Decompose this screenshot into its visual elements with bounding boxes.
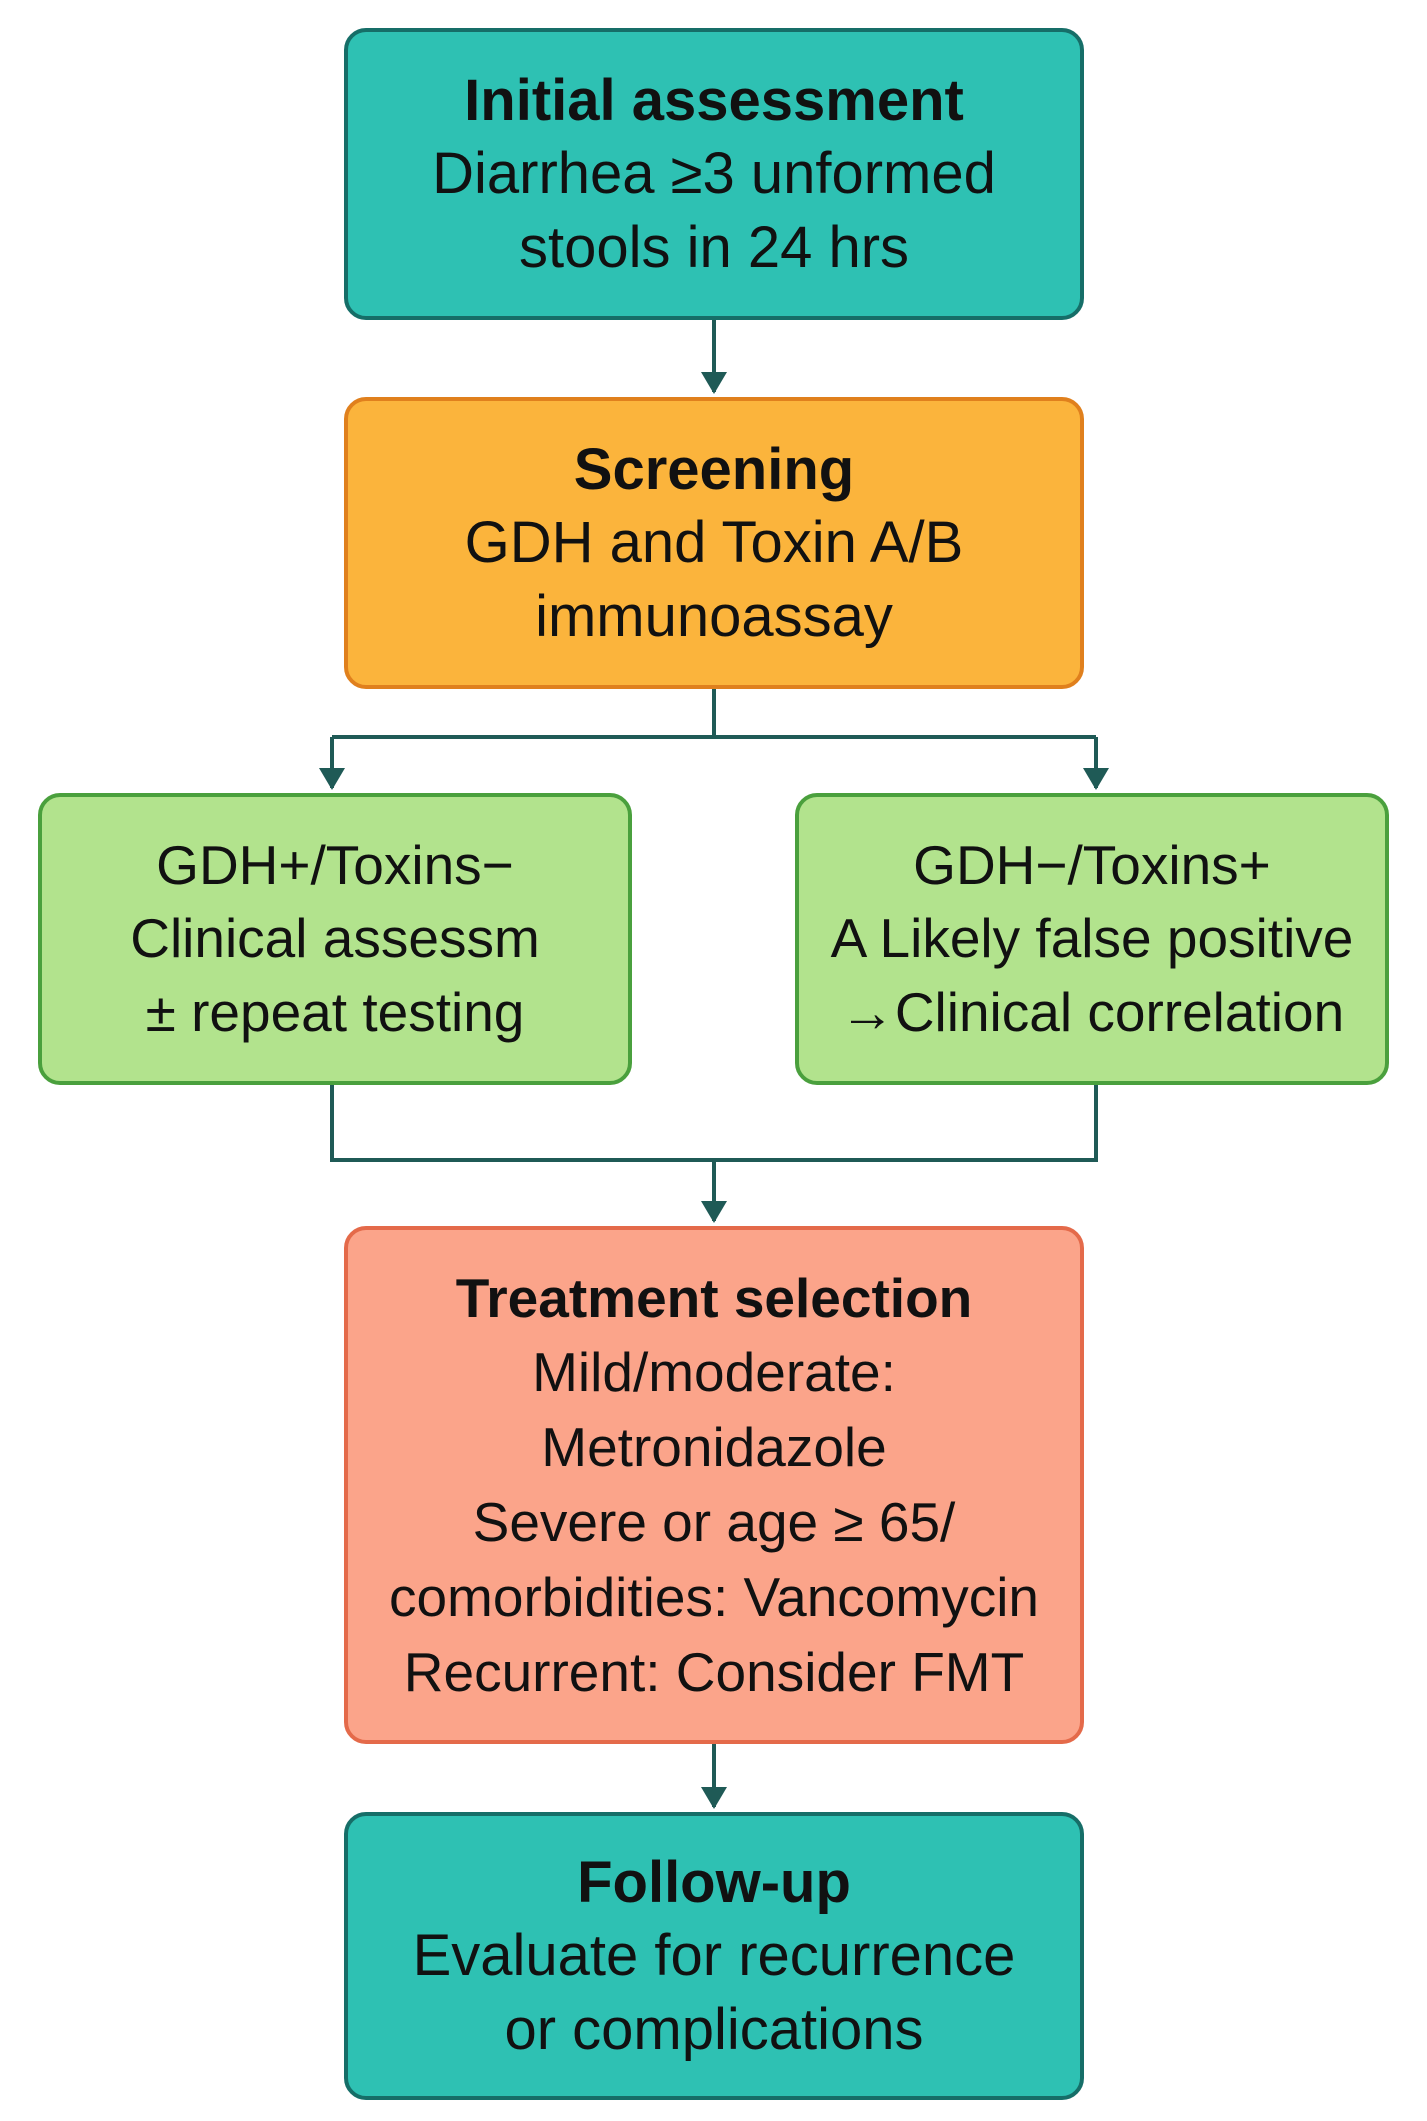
- gdh-positive-box: GDH+/Toxins− Clinical assessm ± repeat t…: [38, 793, 632, 1085]
- treatment-selection-title: Treatment selection: [455, 1266, 973, 1329]
- screening-line-1: GDH and Toxin A/B: [464, 510, 964, 576]
- follow-up-line-2: or complications: [504, 1996, 924, 2062]
- treatment-line-4: comorbidities: Vancomycin: [388, 1565, 1040, 1628]
- follow-up-title: Follow-up: [577, 1849, 851, 1915]
- gdh-negative-line-2: →Clinical correlation: [839, 980, 1345, 1043]
- gdh-positive-line-2: ± repeat testing: [145, 980, 525, 1043]
- gdh-negative-title: GDH−/Toxins+: [913, 834, 1271, 897]
- gdh-negative-line-1: A Likely false positive: [830, 907, 1354, 970]
- arrowhead-followup: [701, 1787, 727, 1809]
- arrowhead-gdh-pos: [319, 768, 345, 790]
- follow-up-line-1: Evaluate for recurrence: [412, 1923, 1016, 1989]
- gdh-positive-line-1: Clinical assessm: [130, 907, 540, 970]
- initial-assessment-title: Initial assessment: [464, 67, 964, 133]
- treatment-line-3: Severe or age ≥ 65/: [472, 1491, 956, 1553]
- arrowhead-gdh-neg: [1083, 768, 1109, 790]
- screening-box: Screening GDH and Toxin A/B immunoassay: [344, 397, 1084, 689]
- treatment-line-2: Metronidazole: [541, 1416, 887, 1479]
- initial-assessment-line-2: stools in 24 hrs: [518, 214, 910, 280]
- gdh-positive-title: GDH+/Toxins−: [156, 834, 514, 897]
- arrowhead-screening: [701, 372, 727, 394]
- gdh-negative-box: GDH−/Toxins+ A Likely false positive →Cl…: [795, 793, 1389, 1085]
- initial-assessment-line-1: Diarrhea ≥3 unformed: [432, 141, 996, 207]
- treatment-selection-box: Treatment selection Mild/moderate: Metro…: [344, 1226, 1084, 1744]
- treatment-line-1: Mild/moderate:: [532, 1341, 896, 1404]
- screening-title: Screening: [573, 436, 855, 502]
- arrowhead-treatment: [701, 1201, 727, 1223]
- treatment-line-5: Recurrent: Consider FMT: [403, 1640, 1025, 1703]
- screening-line-2: immunoassay: [535, 583, 893, 649]
- follow-up-box: Follow-up Evaluate for recurrence or com…: [344, 1812, 1084, 2100]
- initial-assessment-box: Initial assessment Diarrhea ≥3 unformed …: [344, 28, 1084, 320]
